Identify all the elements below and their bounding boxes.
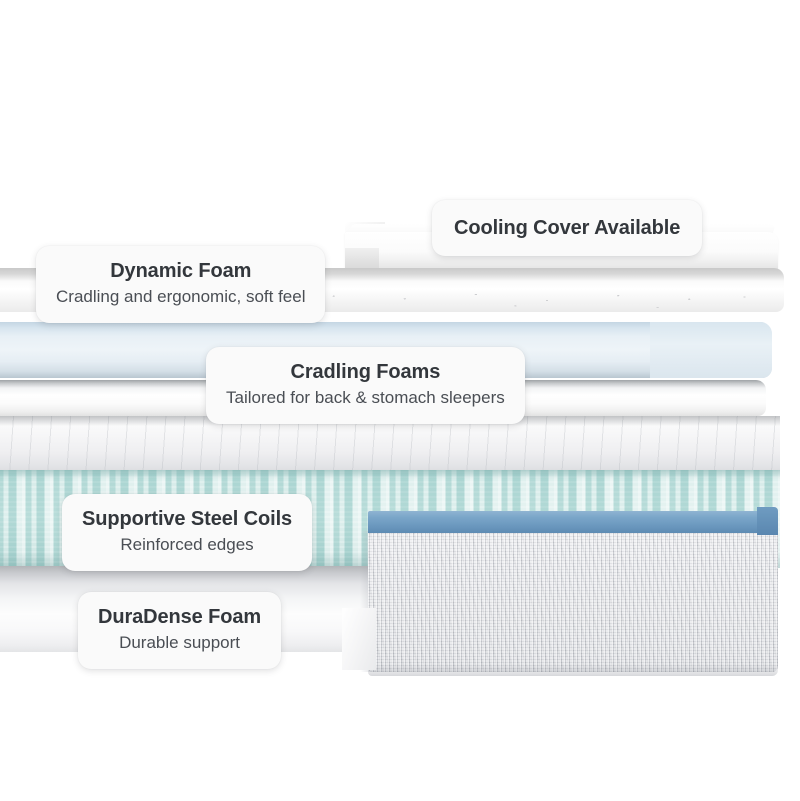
callout-title: DuraDense Foam: [98, 606, 262, 628]
callout-subtitle: Reinforced edges: [120, 535, 254, 555]
duradense-foam-corner: [342, 608, 376, 670]
layer-edge-tape-band: [368, 511, 778, 533]
callout-supportive-steel-coils: Supportive Steel Coils Reinforced edges: [62, 494, 313, 572]
callout-title: Dynamic Foam: [110, 260, 252, 282]
layer-cradling-foam-side-face: [650, 322, 772, 378]
fabric-panel-base-shading: [368, 664, 778, 676]
callout-title: Cooling Cover Available: [454, 217, 681, 239]
callout-dynamic-foam: Dynamic Foam Cradling and ergonomic, sof…: [36, 246, 326, 324]
callout-subtitle: Cradling and ergonomic, soft feel: [56, 287, 306, 307]
callout-title: Supportive Steel Coils: [82, 508, 293, 530]
callout-duradense-foam: DuraDense Foam Durable support: [78, 592, 282, 670]
callout-subtitle: Tailored for back & stomach sleepers: [226, 388, 505, 408]
callout-subtitle: Durable support: [119, 633, 241, 653]
cover-sheet-fold-shadow: [345, 248, 379, 270]
callout-cooling-cover: Cooling Cover Available: [432, 200, 703, 257]
layer-fabric-base-panel: [368, 531, 778, 672]
edge-tape-band-corner: [757, 507, 778, 535]
layer-quilted-coil-top: [0, 416, 780, 474]
callout-cradling-foams: Cradling Foams Tailored for back & stoma…: [206, 347, 525, 425]
callout-title: Cradling Foams: [290, 361, 441, 383]
coils-top-shading: [0, 470, 780, 479]
